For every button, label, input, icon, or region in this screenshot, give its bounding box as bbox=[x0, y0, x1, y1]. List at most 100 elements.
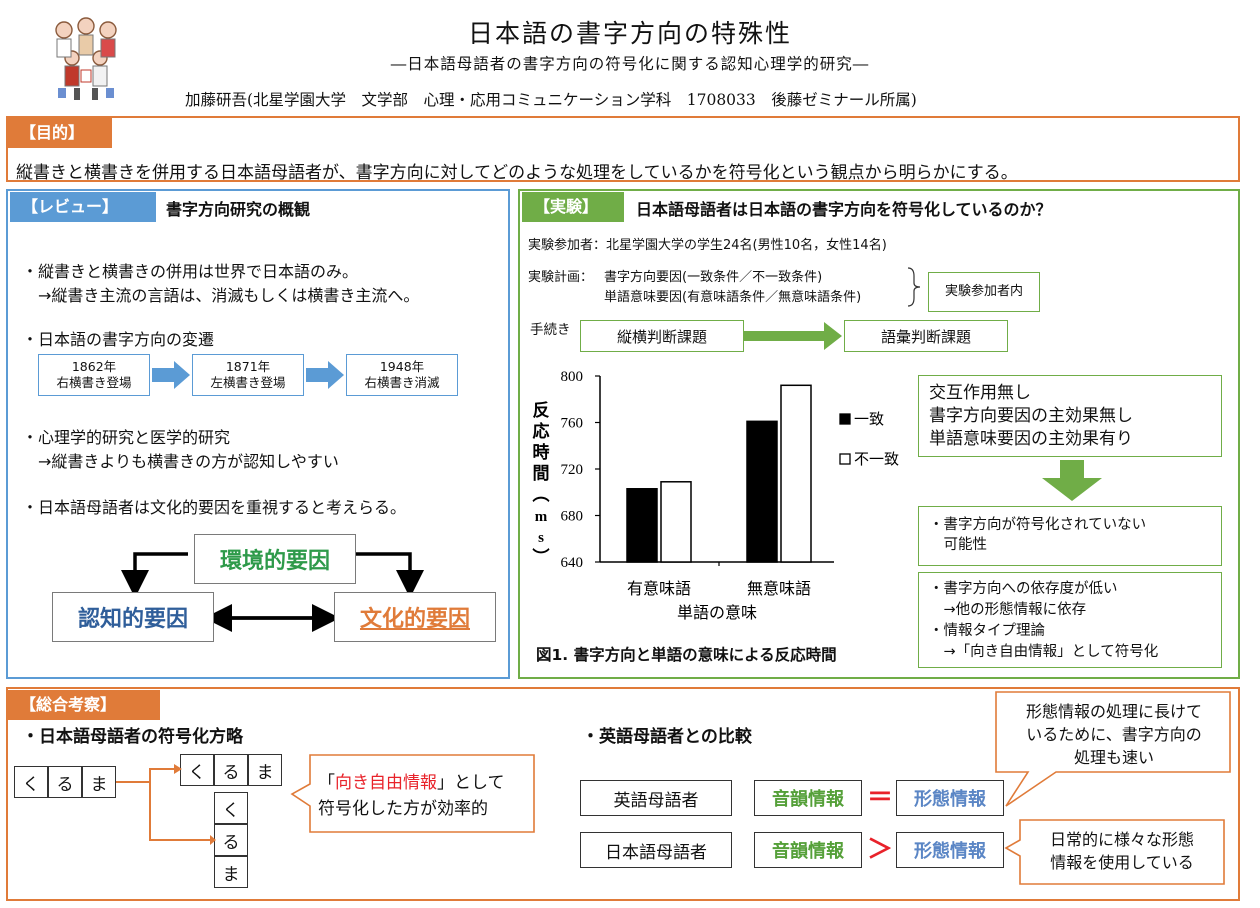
factor-arrows bbox=[121, 552, 424, 632]
review-panel bbox=[6, 189, 510, 679]
conclusion-box-1: ・書字方向が符号化されていない 可能性 bbox=[918, 506, 1222, 566]
task-2-label: 語彙判断課題 bbox=[880, 327, 971, 346]
poster-subtitle: ―日本語母語者の書字方向の符号化に関する認知心理学的研究― bbox=[390, 55, 870, 73]
factor-environment-label: 環境的要因 bbox=[219, 549, 330, 574]
timeline-arrow-icon bbox=[306, 361, 344, 389]
factor-cognitive-label: 認知的要因 bbox=[77, 607, 188, 632]
timeline-year: 1948年 bbox=[379, 359, 425, 374]
bar-不一致 bbox=[780, 384, 812, 563]
conclusion-2-line-3: ・情報タイプ理論 bbox=[929, 623, 1045, 639]
conclusion-2-line-4: →「向き自由情報」として符号化 bbox=[929, 644, 1159, 660]
phon-info-japanese: 音韻情報 bbox=[754, 832, 862, 868]
legend-swatch-不一致 bbox=[839, 453, 851, 465]
design-note: 実験参加者内 bbox=[944, 284, 1023, 299]
design-note-box: 実験参加者内 bbox=[928, 272, 1040, 312]
callout-1-bubble bbox=[290, 754, 535, 833]
callout-1-close-quote: 」として bbox=[437, 773, 505, 793]
callout-3-line-2: 情報を使用している bbox=[1050, 853, 1194, 872]
conclusion-2-line-1: ・書字方向への依存度が低い bbox=[929, 581, 1118, 597]
experiment-tag: 【実験】 bbox=[522, 192, 624, 222]
legend-label-不一致: 不一致 bbox=[854, 450, 899, 468]
encoding-arrows bbox=[116, 764, 216, 845]
conclusion-1-line-2: 可能性 bbox=[929, 537, 987, 553]
callout-2-line-1: 形態情報の処理に長けて bbox=[1025, 702, 1202, 721]
poster-title: 日本語の書字方向の特殊性 bbox=[467, 19, 792, 48]
legend-label-一致: 一致 bbox=[854, 410, 884, 428]
factor-cultural: 文化的要因 bbox=[334, 592, 496, 642]
greater-than-sign: ＞ bbox=[866, 835, 893, 865]
kana-cell: ま bbox=[82, 766, 116, 798]
y-axis-title-char: 応 bbox=[533, 421, 550, 442]
experiment-design-label: 実験計画： bbox=[528, 270, 594, 285]
callout-1-line-2: 符号化した方が効率的 bbox=[318, 799, 488, 819]
review-bullet-3-line-2: →縦書きよりも横書きの方が認知しやすい bbox=[22, 452, 339, 471]
review-bullet-1-line-1: ・縦書きと横書きの併用は世界で日本語のみ。 bbox=[22, 262, 359, 281]
timeline-item-1862: 1862年 右横書き登場 bbox=[38, 354, 150, 396]
review-tag: 【レビュー】 bbox=[10, 192, 156, 222]
experiment-design-2: 単語意味要因(有意味語条件／無意味語条件) bbox=[604, 290, 862, 305]
speaker-english: 英語母語者 bbox=[580, 780, 732, 816]
y-tick-label: 680 bbox=[561, 509, 584, 525]
morph-info-japanese: 形態情報 bbox=[896, 832, 1004, 868]
review-bullet-2: ・日本語の書字方向の変遷 bbox=[22, 330, 215, 349]
callout-1-highlight: 向き自由情報 bbox=[335, 773, 437, 793]
factor-environment: 環境的要因 bbox=[194, 534, 356, 584]
y-axis-title-char: m bbox=[535, 509, 548, 525]
y-tick-label: 640 bbox=[561, 555, 584, 571]
callout-2-bubble bbox=[995, 691, 1231, 807]
callout-3-text: 日常的に様々な形態 情報を使用している bbox=[1020, 828, 1224, 874]
kana-cell: ま bbox=[214, 856, 248, 888]
kana-cell: る bbox=[214, 824, 248, 856]
discussion-tag: 【総合考察】 bbox=[8, 690, 160, 720]
kana-cell: く bbox=[214, 792, 248, 824]
result-line-3: 単語意味要因の主効果有り bbox=[929, 429, 1133, 449]
purpose-tag: 【目的】 bbox=[8, 118, 112, 148]
review-bullet-3-line-1: ・心理学的研究と医学的研究 bbox=[22, 428, 231, 447]
y-axis-title-char: ︶ bbox=[533, 547, 550, 568]
timeline-item-1948: 1948年 右横書き消滅 bbox=[346, 354, 458, 396]
timeline-year: 1871年 bbox=[225, 359, 271, 374]
discussion-panel bbox=[6, 687, 1240, 901]
poster-author: 加藤研吾(北星学園大学 文学部 心理・応用コミュニケーション学科 1708033… bbox=[185, 91, 917, 109]
procedure-arrow-icon bbox=[744, 322, 842, 350]
kana-cell: く bbox=[180, 754, 214, 786]
phon-info-english-label: 音韻情報 bbox=[772, 789, 844, 810]
factor-cultural-label: 文化的要因 bbox=[359, 607, 470, 632]
kana-cell: く bbox=[14, 766, 48, 798]
bar-不一致 bbox=[660, 481, 692, 563]
phon-info-english: 音韻情報 bbox=[754, 780, 862, 816]
y-axis-title-char: 間 bbox=[533, 464, 550, 484]
procedure-label: 手続き bbox=[530, 322, 571, 338]
conclusion-box-2: ・書字方向への依存度が低い →他の形態情報に依存 ・情報タイプ理論 →「向き自由… bbox=[918, 572, 1222, 668]
experiment-design-1: 書字方向要因(一致条件／不一致条件) bbox=[604, 270, 823, 285]
callout-1-line-1: 「向き自由情報」として bbox=[318, 768, 505, 793]
x-tick-label: 有意味語 bbox=[627, 579, 691, 598]
speaker-japanese: 日本語母語者 bbox=[580, 832, 732, 868]
brace-icon bbox=[907, 267, 921, 307]
task-box-1: 縦横判断課題 bbox=[580, 320, 744, 352]
timeline-year: 1862年 bbox=[71, 359, 117, 374]
bar-一致 bbox=[746, 420, 778, 563]
result-line-2: 書字方向要因の主効果無し bbox=[929, 406, 1133, 426]
x-tick-label: 無意味語 bbox=[747, 579, 811, 598]
kana-cell: る bbox=[48, 766, 82, 798]
phon-info-japanese-label: 音韻情報 bbox=[772, 841, 844, 862]
result-box: 交互作用無し 書字方向要因の主効果無し 単語意味要因の主効果有り bbox=[918, 375, 1222, 457]
discussion-right-heading: ・英語母語者との比較 bbox=[582, 727, 752, 747]
speaker-english-label: 英語母語者 bbox=[613, 790, 699, 811]
review-bullet-4: ・日本語母語者は文化的要因を重視すると考えらる。 bbox=[22, 498, 407, 517]
chart-caption: 図1. 書字方向と単語の意味による反応時間 bbox=[536, 646, 837, 664]
task-1-label: 縦横判断課題 bbox=[616, 327, 707, 346]
y-axis-title-char: ︵ bbox=[533, 485, 550, 505]
purpose-text: 縦書きと横書きを併用する日本語母語者が、書字方向に対してどのような処理をしている… bbox=[16, 163, 1018, 183]
experiment-panel bbox=[518, 189, 1240, 679]
callout-3-line-1: 日常的に様々な形態 bbox=[1049, 830, 1194, 849]
morph-info-japanese-label: 形態情報 bbox=[914, 841, 986, 862]
discussion-left-heading: ・日本語母語者の符号化方略 bbox=[22, 727, 243, 747]
task-box-2: 語彙判断課題 bbox=[844, 320, 1008, 352]
morph-info-english-label: 形態情報 bbox=[914, 789, 986, 810]
x-axis-title: 単語の意味 bbox=[677, 603, 757, 622]
timeline-event: 右横書き消滅 bbox=[364, 375, 440, 390]
callout-3-bubble bbox=[1004, 819, 1225, 885]
result-arrow-down-icon bbox=[1042, 460, 1102, 501]
